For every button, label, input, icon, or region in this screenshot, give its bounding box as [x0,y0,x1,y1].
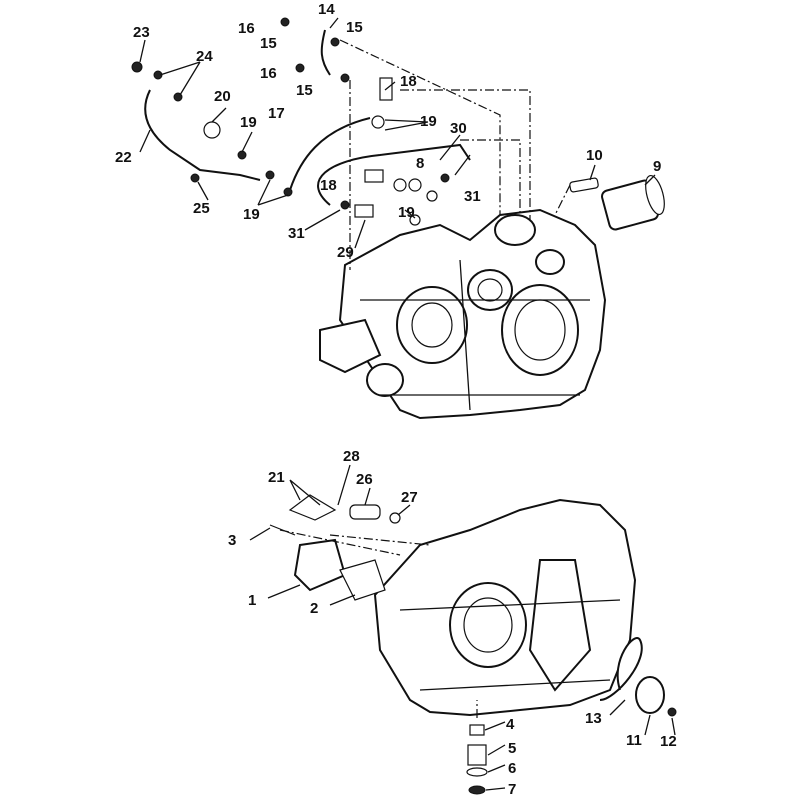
callout-29: 29 [337,244,354,261]
callout-19: 19 [398,204,415,221]
callout-labels: 23 24 16 14 15 15 16 15 18 20 19 17 19 3… [115,1,677,798]
callout-28: 28 [343,448,360,465]
callout-31: 31 [464,188,481,205]
callout-19: 19 [420,113,437,130]
callout-12: 12 [660,733,677,750]
callout-23: 23 [133,24,150,41]
leader-lines [139,17,676,791]
callout-15: 15 [346,19,363,36]
callout-16: 16 [260,65,277,82]
callout-14: 14 [318,1,335,18]
callout-10: 10 [586,147,603,164]
callout-15: 15 [296,82,313,99]
callout-31: 31 [288,225,305,242]
callout-25: 25 [193,200,210,217]
callout-30: 30 [450,120,467,137]
callout-15: 15 [260,35,277,52]
callout-11: 11 [626,732,642,749]
fasteners [131,17,677,795]
callout-1: 1 [248,592,256,609]
callout-16: 16 [238,20,255,37]
oil-pipes [144,29,665,714]
callout-18: 18 [320,177,337,194]
callout-21: 21 [268,469,285,486]
oil-filter [569,174,665,231]
callout-8: 8 [416,155,424,172]
callout-26: 26 [356,471,373,488]
callout-18: 18 [400,73,417,90]
callout-24: 24 [196,48,213,65]
callout-9: 9 [653,158,661,175]
callout-22: 22 [115,149,132,166]
callout-3: 3 [228,532,236,549]
callout-13: 13 [585,710,602,727]
callout-17: 17 [268,105,285,122]
callout-4: 4 [506,716,515,733]
callout-6: 6 [508,760,516,777]
callout-20: 20 [214,88,231,105]
lower-crankcase [373,498,637,717]
callout-19: 19 [243,206,260,223]
callout-27: 27 [401,489,418,506]
callout-7: 7 [508,781,516,798]
alignment-lines [279,39,571,718]
callout-19: 19 [240,114,257,131]
upper-crankcase [319,208,607,420]
callout-2: 2 [310,600,318,617]
callout-5: 5 [508,740,516,757]
